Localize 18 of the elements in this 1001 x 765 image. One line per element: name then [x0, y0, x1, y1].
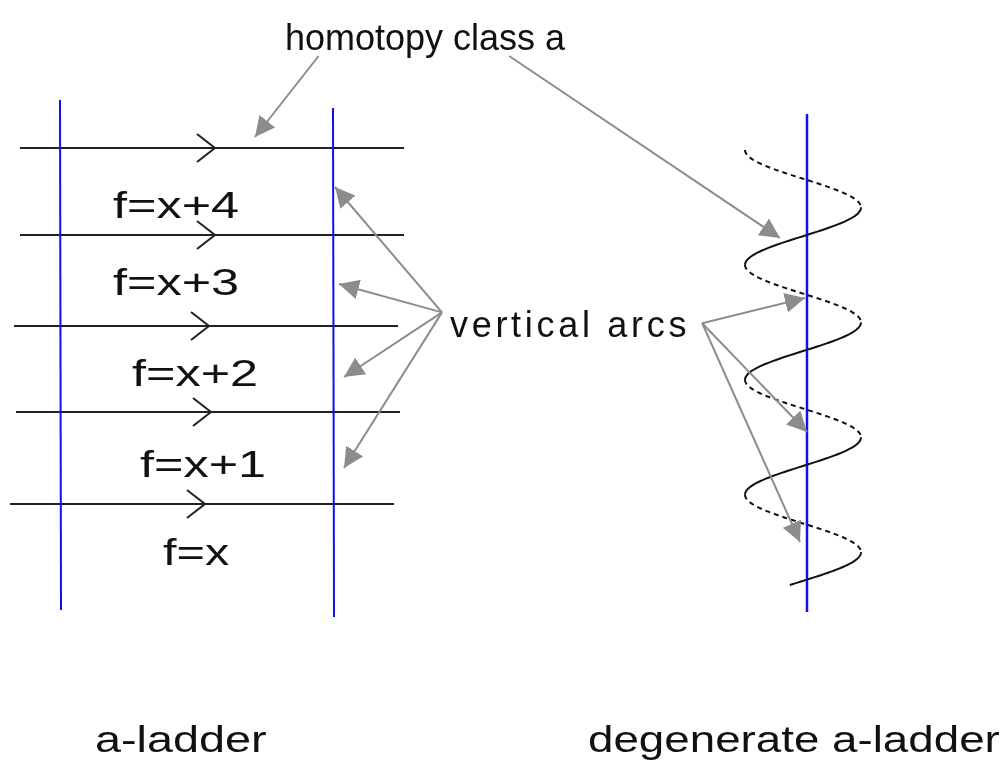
equation-label: f=x: [163, 535, 230, 571]
equation-label: f=x+4: [113, 188, 240, 224]
leader-line: [334, 186, 443, 314]
leader-line: [508, 55, 781, 239]
leader-line: [701, 293, 806, 325]
equation-label: f=x+3: [113, 265, 240, 301]
equation-label: f=x+2: [132, 356, 259, 392]
equation-label: f=x+1: [140, 447, 267, 483]
leader-line: [343, 311, 443, 469]
caption-text: a-ladder: [95, 722, 267, 758]
leader-line: [343, 311, 443, 378]
leader-line: [701, 322, 808, 433]
leader-line: [701, 322, 801, 543]
leader-line: [338, 279, 443, 314]
callout-text: homotopy class a: [285, 20, 566, 56]
callout-text: vertical arcs: [442, 307, 703, 343]
caption-text: degenerate a-ladder: [588, 722, 1000, 758]
leader-line: [254, 55, 320, 138]
